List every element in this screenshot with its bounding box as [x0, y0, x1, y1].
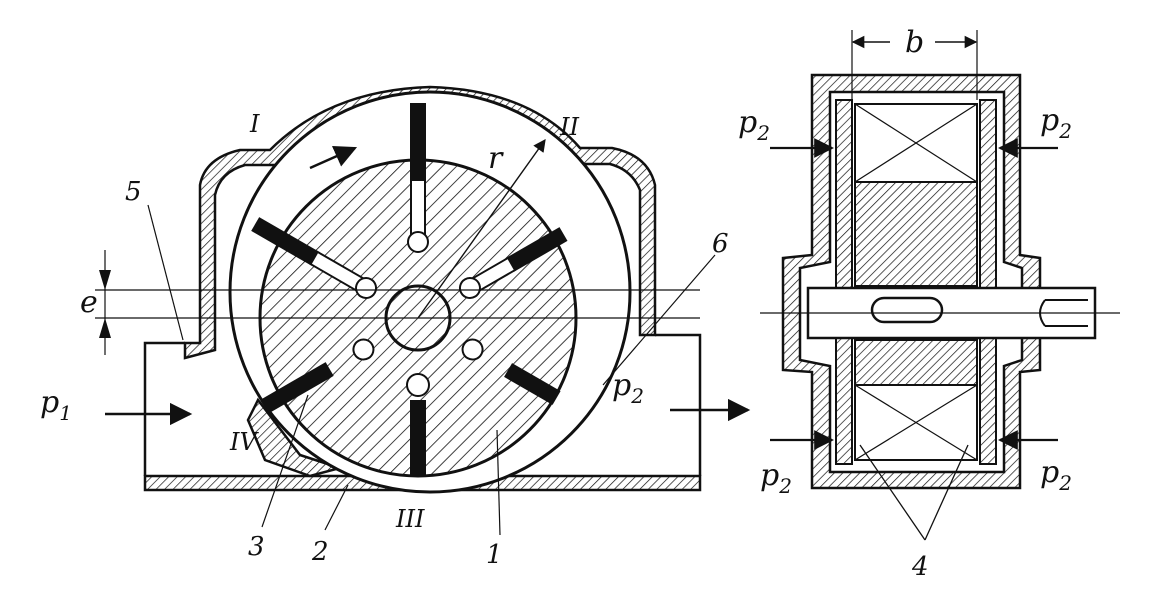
seal-lower-left	[246, 397, 345, 478]
slot-bottom-end	[406, 373, 430, 397]
pressure-label-top-left: p2	[738, 105, 770, 145]
inlet-channel	[143, 341, 185, 476]
vane-top	[410, 103, 426, 183]
eccentricity-label: e	[80, 285, 98, 320]
zone-label-3: III	[395, 505, 425, 533]
part-label-2: 2	[311, 537, 329, 567]
zone-label-4: IV	[229, 428, 259, 456]
rotor-section-lower	[854, 339, 978, 386]
part-label-3: 3	[248, 532, 265, 562]
radius-label: r	[488, 141, 504, 176]
rotation-arrow	[309, 145, 358, 170]
pump-cross-section	[95, 85, 751, 536]
zone-label-1: I	[249, 110, 260, 138]
vane-upper-right	[505, 227, 568, 272]
slot-lower-right-end	[461, 338, 484, 361]
side-plate-left	[835, 99, 853, 465]
slot-lower-left-end	[352, 338, 375, 361]
leader-5	[147, 204, 184, 341]
e-arrow-top	[99, 270, 111, 290]
part-label-4: 4	[911, 552, 929, 582]
part-label-1: 1	[486, 540, 503, 570]
zone-label-2: II	[559, 113, 579, 141]
pressure-label-bottom-left: p2	[760, 458, 792, 498]
part-label-5: 5	[125, 177, 142, 207]
slot-upper-left-end	[355, 277, 378, 299]
vane-lower-right	[504, 363, 561, 405]
width-label: b	[905, 25, 924, 60]
slot-top-end	[407, 231, 429, 253]
outlet-channel	[655, 333, 702, 476]
leader-2	[324, 484, 349, 531]
vane-upper-left	[251, 217, 320, 266]
shaft-key	[870, 296, 944, 324]
part-label-6: 6	[712, 229, 729, 259]
inlet-pressure-label: p1	[40, 385, 72, 425]
radius-line	[417, 138, 546, 319]
leader-4b	[924, 444, 969, 541]
vane-bottom	[410, 400, 426, 476]
vanes	[251, 103, 568, 476]
pressure-label-bottom-right: p2	[1040, 455, 1072, 495]
pump-side-section	[760, 30, 1120, 541]
pressure-label-top-right: p2	[1040, 103, 1072, 143]
vane-lower-left	[261, 362, 334, 413]
side-plate-right	[979, 99, 997, 465]
leader-4a	[859, 444, 926, 541]
slot-upper-right-end	[458, 277, 481, 299]
leader-6	[602, 254, 716, 386]
outlet-pressure-label: p2	[612, 368, 644, 408]
leader-1	[496, 429, 501, 536]
leader-3	[261, 394, 309, 528]
rotor-section-upper	[854, 181, 978, 287]
e-arrow-bottom	[99, 318, 111, 338]
labels: I II III IV 5 6 3 2 1 4 r e b p1 p2 p2 p…	[40, 25, 1072, 582]
